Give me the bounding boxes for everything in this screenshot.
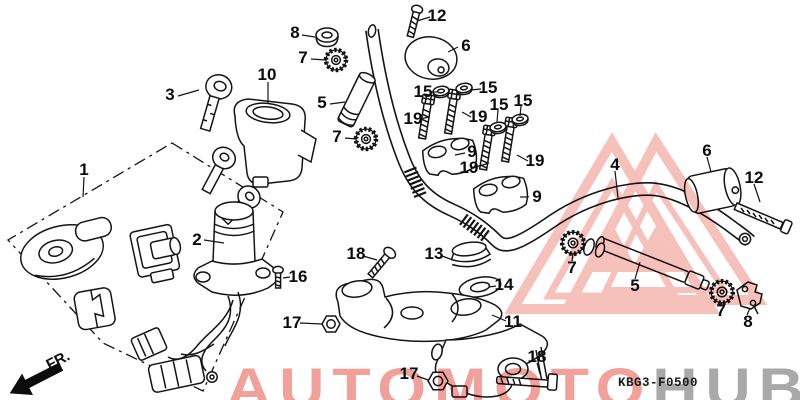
- bolt-cap: [488, 120, 508, 136]
- part-label: 7: [332, 127, 342, 146]
- part-label: 12: [427, 6, 447, 25]
- part-label: 19: [468, 107, 488, 126]
- grip-weight-tube: [582, 236, 711, 293]
- part-label: 8: [743, 312, 753, 331]
- stem-bolt-18: [496, 374, 557, 391]
- part-label: 4: [610, 155, 620, 174]
- part-label: 2: [192, 230, 202, 249]
- knurled-nut: [356, 129, 376, 149]
- part-label: 6: [461, 36, 471, 55]
- flange-nut-17: [321, 315, 341, 333]
- part-label: 15: [478, 78, 498, 97]
- knurled-nut: [326, 50, 346, 70]
- handlebar-clamp-lower: [470, 171, 532, 219]
- part-label: 19: [459, 158, 479, 177]
- grip-end-screw: [405, 4, 423, 38]
- part-label: 11: [504, 312, 522, 331]
- spare-key: [194, 72, 235, 134]
- ignition-switch: [194, 143, 279, 346]
- part-label: 5: [630, 276, 640, 295]
- part-label: 7: [298, 48, 308, 67]
- part-label: 15: [513, 91, 533, 110]
- part-label: 17: [282, 313, 302, 332]
- stem-bolt-18: [365, 245, 397, 280]
- part-label: 10: [257, 65, 277, 84]
- rubber-cushion: [73, 287, 116, 331]
- switch-cover: [234, 99, 316, 187]
- cap-nut-13: [449, 240, 491, 269]
- grip-weight-tube: [337, 70, 377, 127]
- part-label: 9: [467, 142, 477, 161]
- part-label: 15: [489, 95, 509, 114]
- fr-direction-arrow: [9, 362, 64, 396]
- part-label: 18: [527, 347, 547, 366]
- top-bridge: [336, 279, 502, 342]
- part-label: 1: [79, 160, 89, 179]
- part-label: 15: [413, 82, 433, 101]
- screw-16: [273, 266, 283, 288]
- flange-nut-17: [427, 371, 449, 391]
- part-label: 12: [744, 168, 764, 187]
- diagram-code: KBG3-F0500: [618, 376, 699, 390]
- part-label: 7: [716, 301, 726, 320]
- part-label: 3: [165, 85, 175, 104]
- part-label: 6: [702, 141, 712, 160]
- part-label: 19: [525, 151, 545, 170]
- grip-end-weight: [402, 33, 461, 83]
- part-label: 16: [288, 267, 308, 286]
- part-label: 18: [346, 244, 366, 263]
- part-label: 9: [532, 187, 542, 206]
- knurled-nut: [711, 281, 733, 303]
- mount-bracket: [129, 223, 186, 286]
- end-cap: [316, 28, 338, 47]
- part-label: 14: [494, 275, 514, 294]
- part-label: 19: [403, 109, 423, 128]
- receiver-disc: [15, 214, 121, 288]
- steering-stem: [430, 324, 547, 397]
- part-label: 17: [399, 364, 419, 383]
- washer-14: [458, 274, 503, 300]
- part-label: 13: [424, 244, 444, 263]
- wire-harness: [130, 296, 233, 393]
- part-label: 7: [567, 258, 577, 277]
- knurled-nut: [562, 232, 584, 254]
- part-label: 5: [317, 93, 327, 112]
- bolt-cap: [454, 81, 474, 97]
- part-label: 8: [290, 23, 300, 42]
